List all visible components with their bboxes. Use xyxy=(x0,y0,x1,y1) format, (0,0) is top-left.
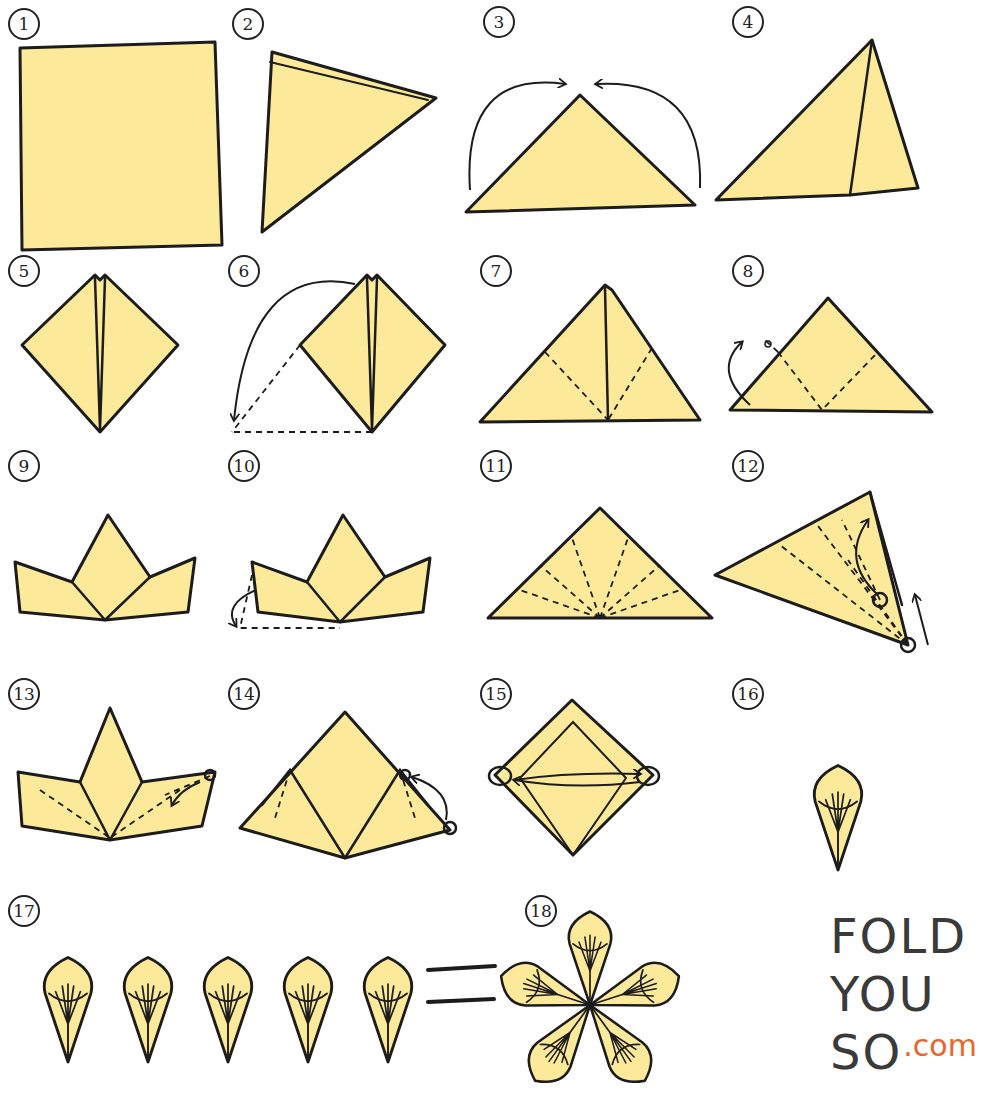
step-number: 8 xyxy=(732,255,764,287)
step-number: 1 xyxy=(8,8,40,40)
step-number: 7 xyxy=(480,255,512,287)
watermark: FOLD xyxy=(830,908,967,964)
step-number: 9 xyxy=(8,450,40,482)
step-number: 6 xyxy=(228,255,260,287)
step-number: 17 xyxy=(8,895,40,927)
step-number: 16 xyxy=(732,678,764,710)
watermark: YOU xyxy=(830,966,936,1022)
step-number: 14 xyxy=(228,678,260,710)
step-number: 15 xyxy=(480,678,512,710)
step-number: 11 xyxy=(480,450,512,482)
step-number: 13 xyxy=(8,678,40,710)
watermark: .com xyxy=(903,1018,977,1074)
step-number: 10 xyxy=(228,450,260,482)
step-number: 4 xyxy=(732,6,764,38)
step-number: 18 xyxy=(525,895,557,927)
step-number: 2 xyxy=(232,8,264,40)
step-number: 12 xyxy=(732,450,764,482)
step-number: 5 xyxy=(8,255,40,287)
watermark: SO xyxy=(830,1024,902,1080)
step-number: 3 xyxy=(483,6,515,38)
